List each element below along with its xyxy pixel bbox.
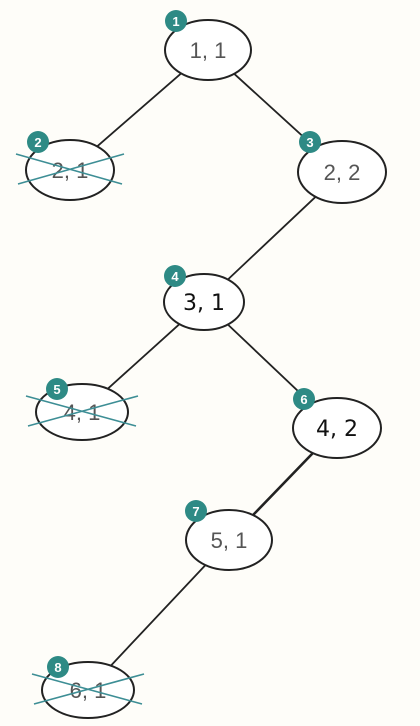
edge-n4-n5 [106,323,181,390]
node-label: 4, 1 [64,400,101,425]
tree-node-1-1: 1, 1 1 [164,10,252,81]
node-ellipse [163,273,245,331]
step-badge-number: 5 [53,382,60,397]
step-badge [27,131,49,153]
cross-out-mark [27,395,139,427]
tree-node-2-2: 2, 2 3 [297,131,387,204]
step-badge-number: 7 [192,504,199,519]
tree-node-2-1: 2, 1 2 [15,131,125,201]
cross-out-mark [33,673,145,705]
node-label: 2, 1 [52,158,89,183]
tree-node-4-1: 4, 1 5 [25,378,139,441]
tree-node-6-1: 6, 1 8 [31,656,145,719]
step-badge-number: 8 [54,660,61,675]
node-label: 3, 1 [183,291,225,316]
step-badge [47,656,69,678]
step-badge-number: 1 [172,14,179,29]
tree-node-3-1: 3, 1 4 [163,265,245,331]
edge-n6-n7 [251,451,315,517]
node-label: 6, 1 [70,678,107,703]
step-badge-number: 3 [306,135,313,150]
tree-node-5-1: 5, 1 7 [185,500,273,571]
node-ellipse [297,140,387,204]
step-badge-number: 2 [34,135,41,150]
node-label: 2, 2 [324,160,361,185]
edge-n1-n2 [96,72,183,148]
node-label: 1, 1 [190,38,227,63]
step-badge-number: 4 [171,269,179,284]
cross-out-mark [17,153,125,185]
tree-node-4-2: 4, 2 6 [292,388,382,459]
step-badge-number: 6 [300,392,307,407]
nodes-layer: 1, 1 1 2, 1 2 2, 2 3 3, 1 4 4, 1 5 4, 2 6 5, 1 7 6, 1 8 [15,10,387,719]
node-label: 4, 2 [316,417,358,442]
step-badge [185,500,207,522]
step-badge [299,131,321,153]
edges-layer [96,72,317,667]
node-ellipse [164,19,252,81]
edge-n7-n8 [109,564,207,667]
step-badge [293,388,315,410]
step-badge [164,265,186,287]
node-label: 5, 1 [211,528,248,553]
step-badge [165,10,187,32]
edge-n3-n4 [226,195,317,281]
step-badge [46,378,68,400]
node-ellipse [292,397,382,459]
node-ellipse [185,509,273,571]
